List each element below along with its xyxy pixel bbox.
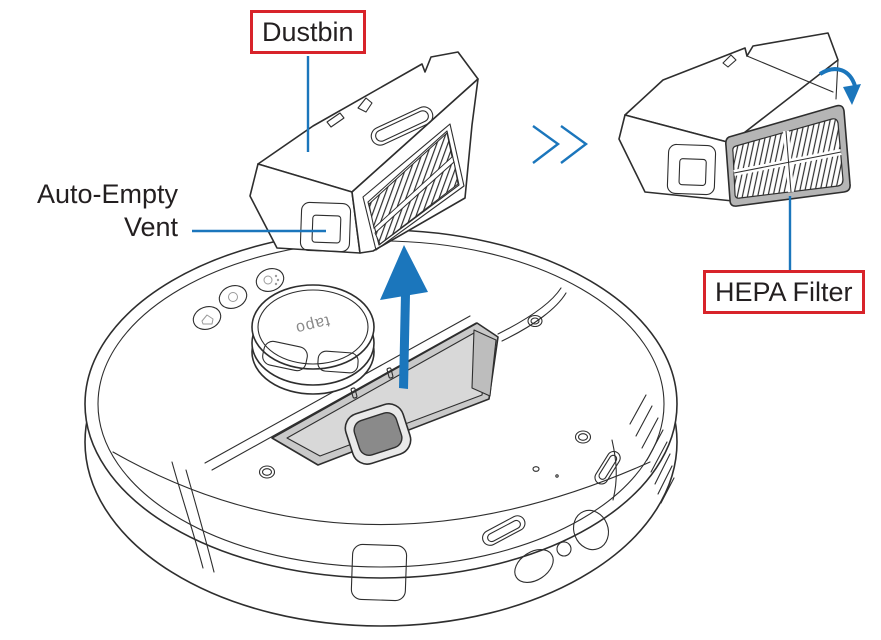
sensor-window-small [556,541,572,557]
lidar-turret: tapo [251,284,375,395]
robot-vacuum-body: tapo [84,229,678,627]
front-sensor-square [350,543,408,602]
clean-icon [201,314,214,325]
sensor-window-left [514,549,554,583]
bumper-hatch-lines [629,394,675,504]
hepa-filter-panel[interactable] [725,104,851,207]
lidar-window-left [262,340,308,372]
bumper-seam-left-2 [185,469,215,573]
front-sensor-cluster [350,450,621,602]
dustbin-clip-tab-2 [326,112,345,128]
hepa-unit-illustration [618,32,861,207]
deck-seam-right-1 [497,287,562,335]
dustbin-callout: Dustbin [250,10,366,54]
button-recharge[interactable] [216,282,250,312]
auto-empty-vent-line2: Vent [123,212,178,242]
auto-empty-vent-callout: Auto-Empty Vent [8,178,178,244]
dustbin-bay [271,322,499,466]
hepa-bin-vent [666,143,717,196]
recharge-icon [228,292,238,302]
forward-chevrons-icon [532,125,589,164]
lidar-window-right [317,350,359,374]
button-spot-clean[interactable] [253,265,287,295]
hepa-lid-edge-2 [835,59,839,100]
deck-screw-holes [258,314,592,479]
hepa-bin-top-face [624,32,839,144]
spot-clean-icon [263,275,273,285]
dustbin-clip-tab-1 [357,97,373,113]
bumper-seam-left-1 [171,461,204,569]
auto-empty-vent-line1: Auto-Empty [36,179,178,209]
rotate-arrow-icon [818,67,861,105]
lift-arrow-icon [380,245,428,389]
bumper-seam-front [112,451,651,526]
lidar-cap [251,284,375,370]
hepa-lid-edge-1 [746,55,834,93]
auto-empty-vent [299,201,352,253]
bay-latch-slot-2 [386,367,394,379]
dustbin-illustration [249,51,479,254]
suction-port [344,403,412,465]
dustbin-grille-panel [362,123,465,251]
dustbin-handle-slot[interactable] [368,104,435,148]
hepa-filter-callout: HEPA Filter [703,270,865,314]
bay-latch-slot-1 [350,387,358,399]
hepa-filter-callout-label: HEPA Filter [715,277,853,307]
button-clean[interactable] [190,303,224,333]
deck-seam-right-2 [501,292,567,342]
control-buttons [190,265,287,333]
bumper-seam-right [611,439,617,501]
camera-window-large [572,509,610,551]
hepa-clip-tab [722,54,737,68]
dustbin-callout-label: Dustbin [262,17,354,47]
